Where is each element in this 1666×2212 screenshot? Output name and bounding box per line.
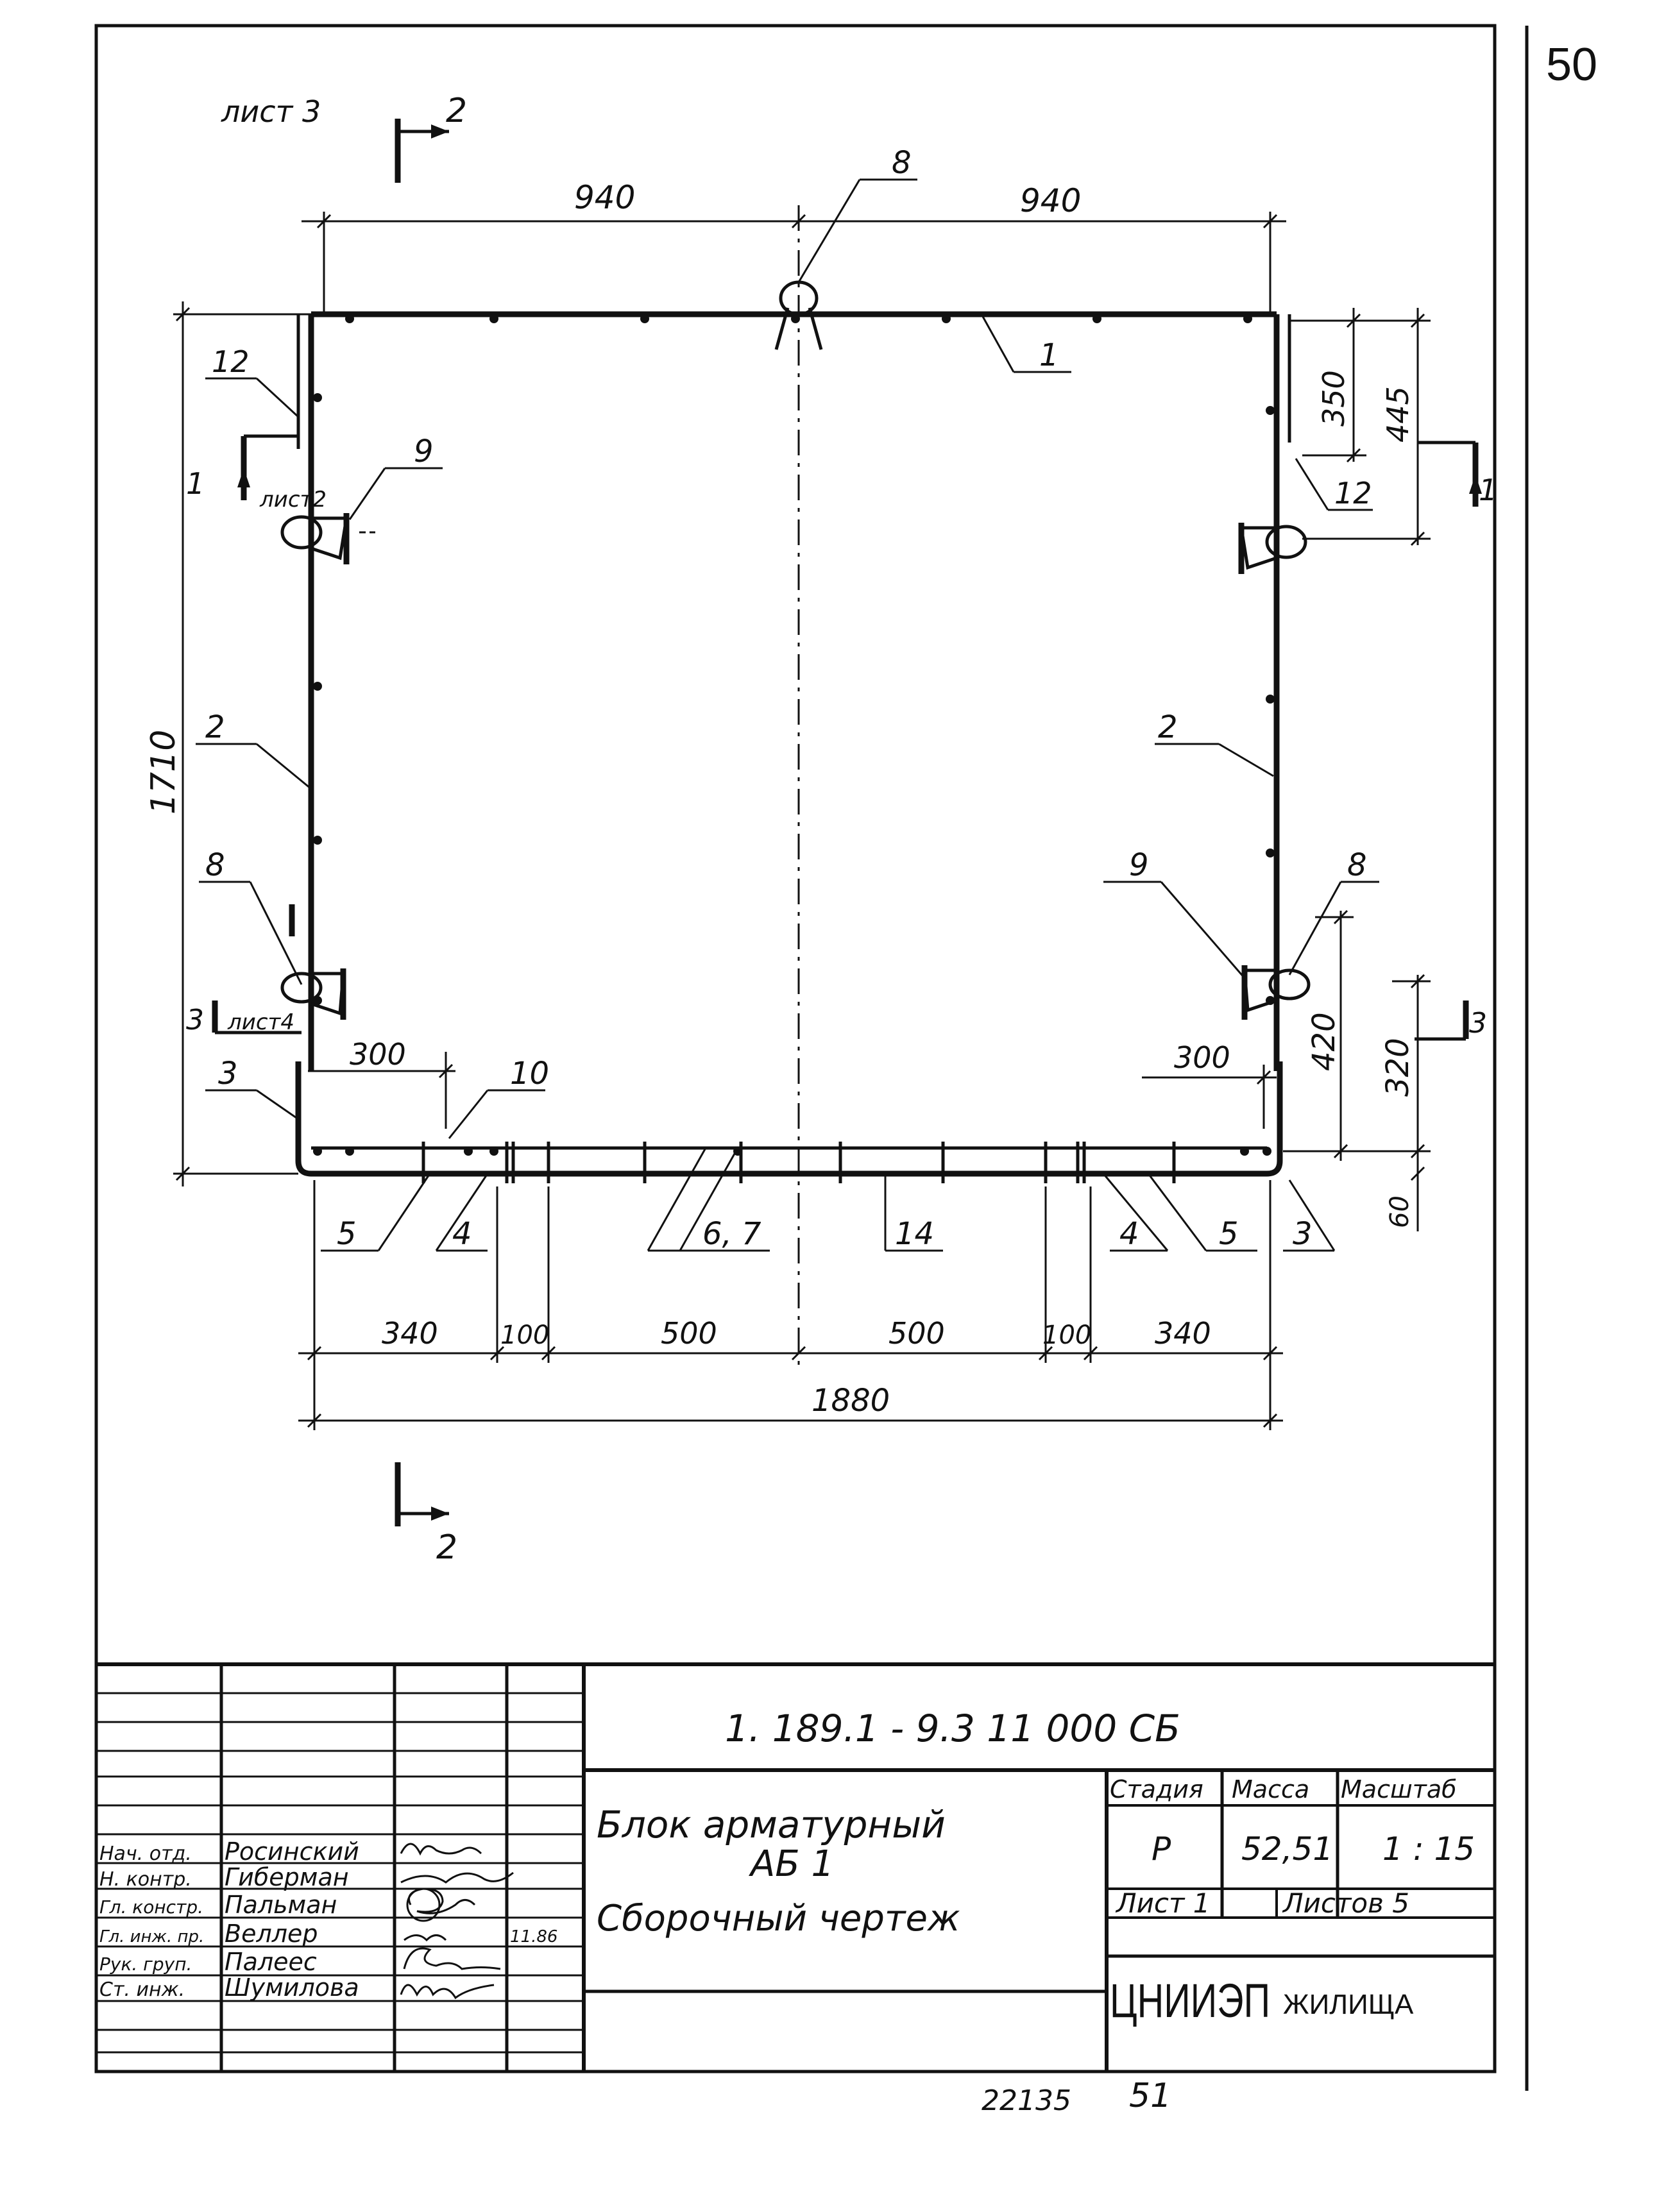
dim-420: 420 (1306, 1012, 1342, 1071)
callout-4-left: 4 (452, 1216, 472, 1252)
clamp-9-left-top (280, 513, 375, 564)
dim-445: 445 (1381, 386, 1415, 443)
footer-page: 51 (1129, 2077, 1171, 2115)
header-scale: Масштаб (1341, 1775, 1457, 1803)
clamp-9-right-bottom (1241, 965, 1311, 1020)
document-code: 1. 189.1 - 9.3 11 000 СБ (725, 1707, 1180, 1750)
callout-10: 10 (510, 1056, 549, 1092)
section-label: 2 (436, 1528, 457, 1567)
sheet-reference: лист 3 (221, 94, 321, 129)
dim-300-left: 300 (350, 1037, 406, 1072)
dim-350: 350 (1316, 370, 1351, 426)
callout-2-right: 2 (1158, 709, 1178, 745)
dim-1710: 1710 (144, 730, 183, 815)
clamp-9-right-top (1238, 523, 1307, 574)
title-line-1: Блок арматурный (597, 1803, 946, 1846)
dim-1880: 1880 (812, 1383, 890, 1419)
dim-60: 60 (1385, 1195, 1415, 1228)
section-marker-3-left: 3 лист4 (186, 904, 302, 1036)
section-label: 1 (186, 466, 205, 501)
dim-500-right: 500 (888, 1316, 945, 1351)
callout-5-left: 5 (337, 1216, 357, 1252)
dim-940-right: 940 (1020, 182, 1081, 219)
signature-rows: Нач. отд. Росинский Н. контр. Гиберман Г… (99, 1837, 557, 2002)
role-label: Ст. инж. (99, 1979, 185, 2001)
role-label: Н. контр. (99, 1868, 192, 1891)
callout-4-right: 4 (1119, 1216, 1139, 1252)
callout-2-left: 2 (205, 709, 225, 745)
callout-1: 1 (1039, 337, 1059, 373)
section-label: 3 (186, 1004, 204, 1036)
header-stage: Стадия (1110, 1775, 1203, 1803)
section-label: 2 (446, 92, 467, 130)
dimension-lines (173, 212, 1431, 1430)
dim-300-right: 300 (1174, 1040, 1230, 1075)
callout-9-left: 9 (414, 434, 434, 469)
callout-5-right: 5 (1219, 1216, 1239, 1252)
sheet-count: Листов 5 (1282, 1887, 1409, 1919)
section-marker-1-left: 1 лист2 (186, 434, 327, 512)
person-name: Палеес (225, 1948, 317, 1976)
title-block-grid (96, 1662, 1495, 2072)
title-line-3: Сборочный чертеж (597, 1898, 960, 1939)
callout-8-right: 8 (1347, 847, 1367, 883)
sheet-number: Лист 1 (1115, 1887, 1211, 1919)
dim-100-left: 100 (500, 1321, 549, 1350)
scale-value: 1 : 15 (1382, 1830, 1475, 1868)
org-logo: ЦНИИЭП (1110, 1974, 1270, 2027)
role-label: Нач. отд. (99, 1843, 192, 1865)
callout-9-right: 9 (1129, 847, 1149, 883)
page-number: 50 (1546, 39, 1597, 90)
section-label: 1 (1479, 473, 1497, 507)
section-marker-2-bottom: 2 (395, 1462, 457, 1567)
callout-3-left: 3 (218, 1056, 238, 1092)
section-label: 3 (1469, 1007, 1487, 1040)
person-name: Росинский (225, 1837, 359, 1866)
callout-6-7: 6, 7 (702, 1216, 761, 1252)
stage-value: Р (1152, 1830, 1171, 1868)
callout-14: 14 (895, 1216, 934, 1252)
callout-8: 8 (892, 145, 912, 181)
role-label: Гл. инж. пр. (99, 1927, 204, 1946)
section-marker-1-right: 1 (1418, 441, 1497, 507)
sheet-ref-2: лист2 (259, 487, 327, 512)
callout-8-left: 8 (205, 847, 225, 883)
reinforcement-cage (295, 205, 1291, 1366)
date: 11.86 (510, 1927, 557, 1946)
person-name: Пальман (225, 1891, 337, 1919)
person-name: Гиберман (225, 1863, 349, 1891)
role-label: Гл. констр. (99, 1896, 203, 1918)
inventory-number: 22135 (982, 2084, 1071, 2117)
callout-12-right: 12 (1334, 476, 1372, 511)
dim-100-right: 100 (1042, 1321, 1091, 1350)
section-marker-2-top: 2 (395, 92, 467, 183)
sheet-ref-4: лист4 (227, 1009, 294, 1035)
callout-leaders (196, 178, 1379, 1252)
bar-3-bottom (295, 1061, 1283, 1177)
dim-340-right: 340 (1155, 1316, 1211, 1351)
mass-value: 52,51 (1241, 1830, 1333, 1868)
role-label: Рук. груп. (99, 1954, 192, 1975)
org-name: ЖИЛИЩА (1283, 1989, 1414, 2020)
clamp-8-left-bottom (280, 968, 346, 1020)
title-line-2: АБ 1 (749, 1843, 834, 1885)
person-name: Шумилова (225, 1973, 359, 2002)
dim-320: 320 (1380, 1038, 1416, 1097)
callout-3-right: 3 (1293, 1216, 1313, 1252)
person-name: Веллер (225, 1920, 318, 1948)
callout-12-left: 12 (212, 344, 250, 379)
dim-940-left: 940 (574, 179, 635, 216)
section-marker-3-right: 3 (1415, 1000, 1487, 1041)
header-mass: Масса (1232, 1775, 1309, 1803)
dim-500-left: 500 (661, 1316, 717, 1351)
dim-340-left: 340 (382, 1316, 438, 1351)
sheet-frame (94, 24, 1497, 2073)
handwritten-signatures (400, 1843, 514, 2000)
